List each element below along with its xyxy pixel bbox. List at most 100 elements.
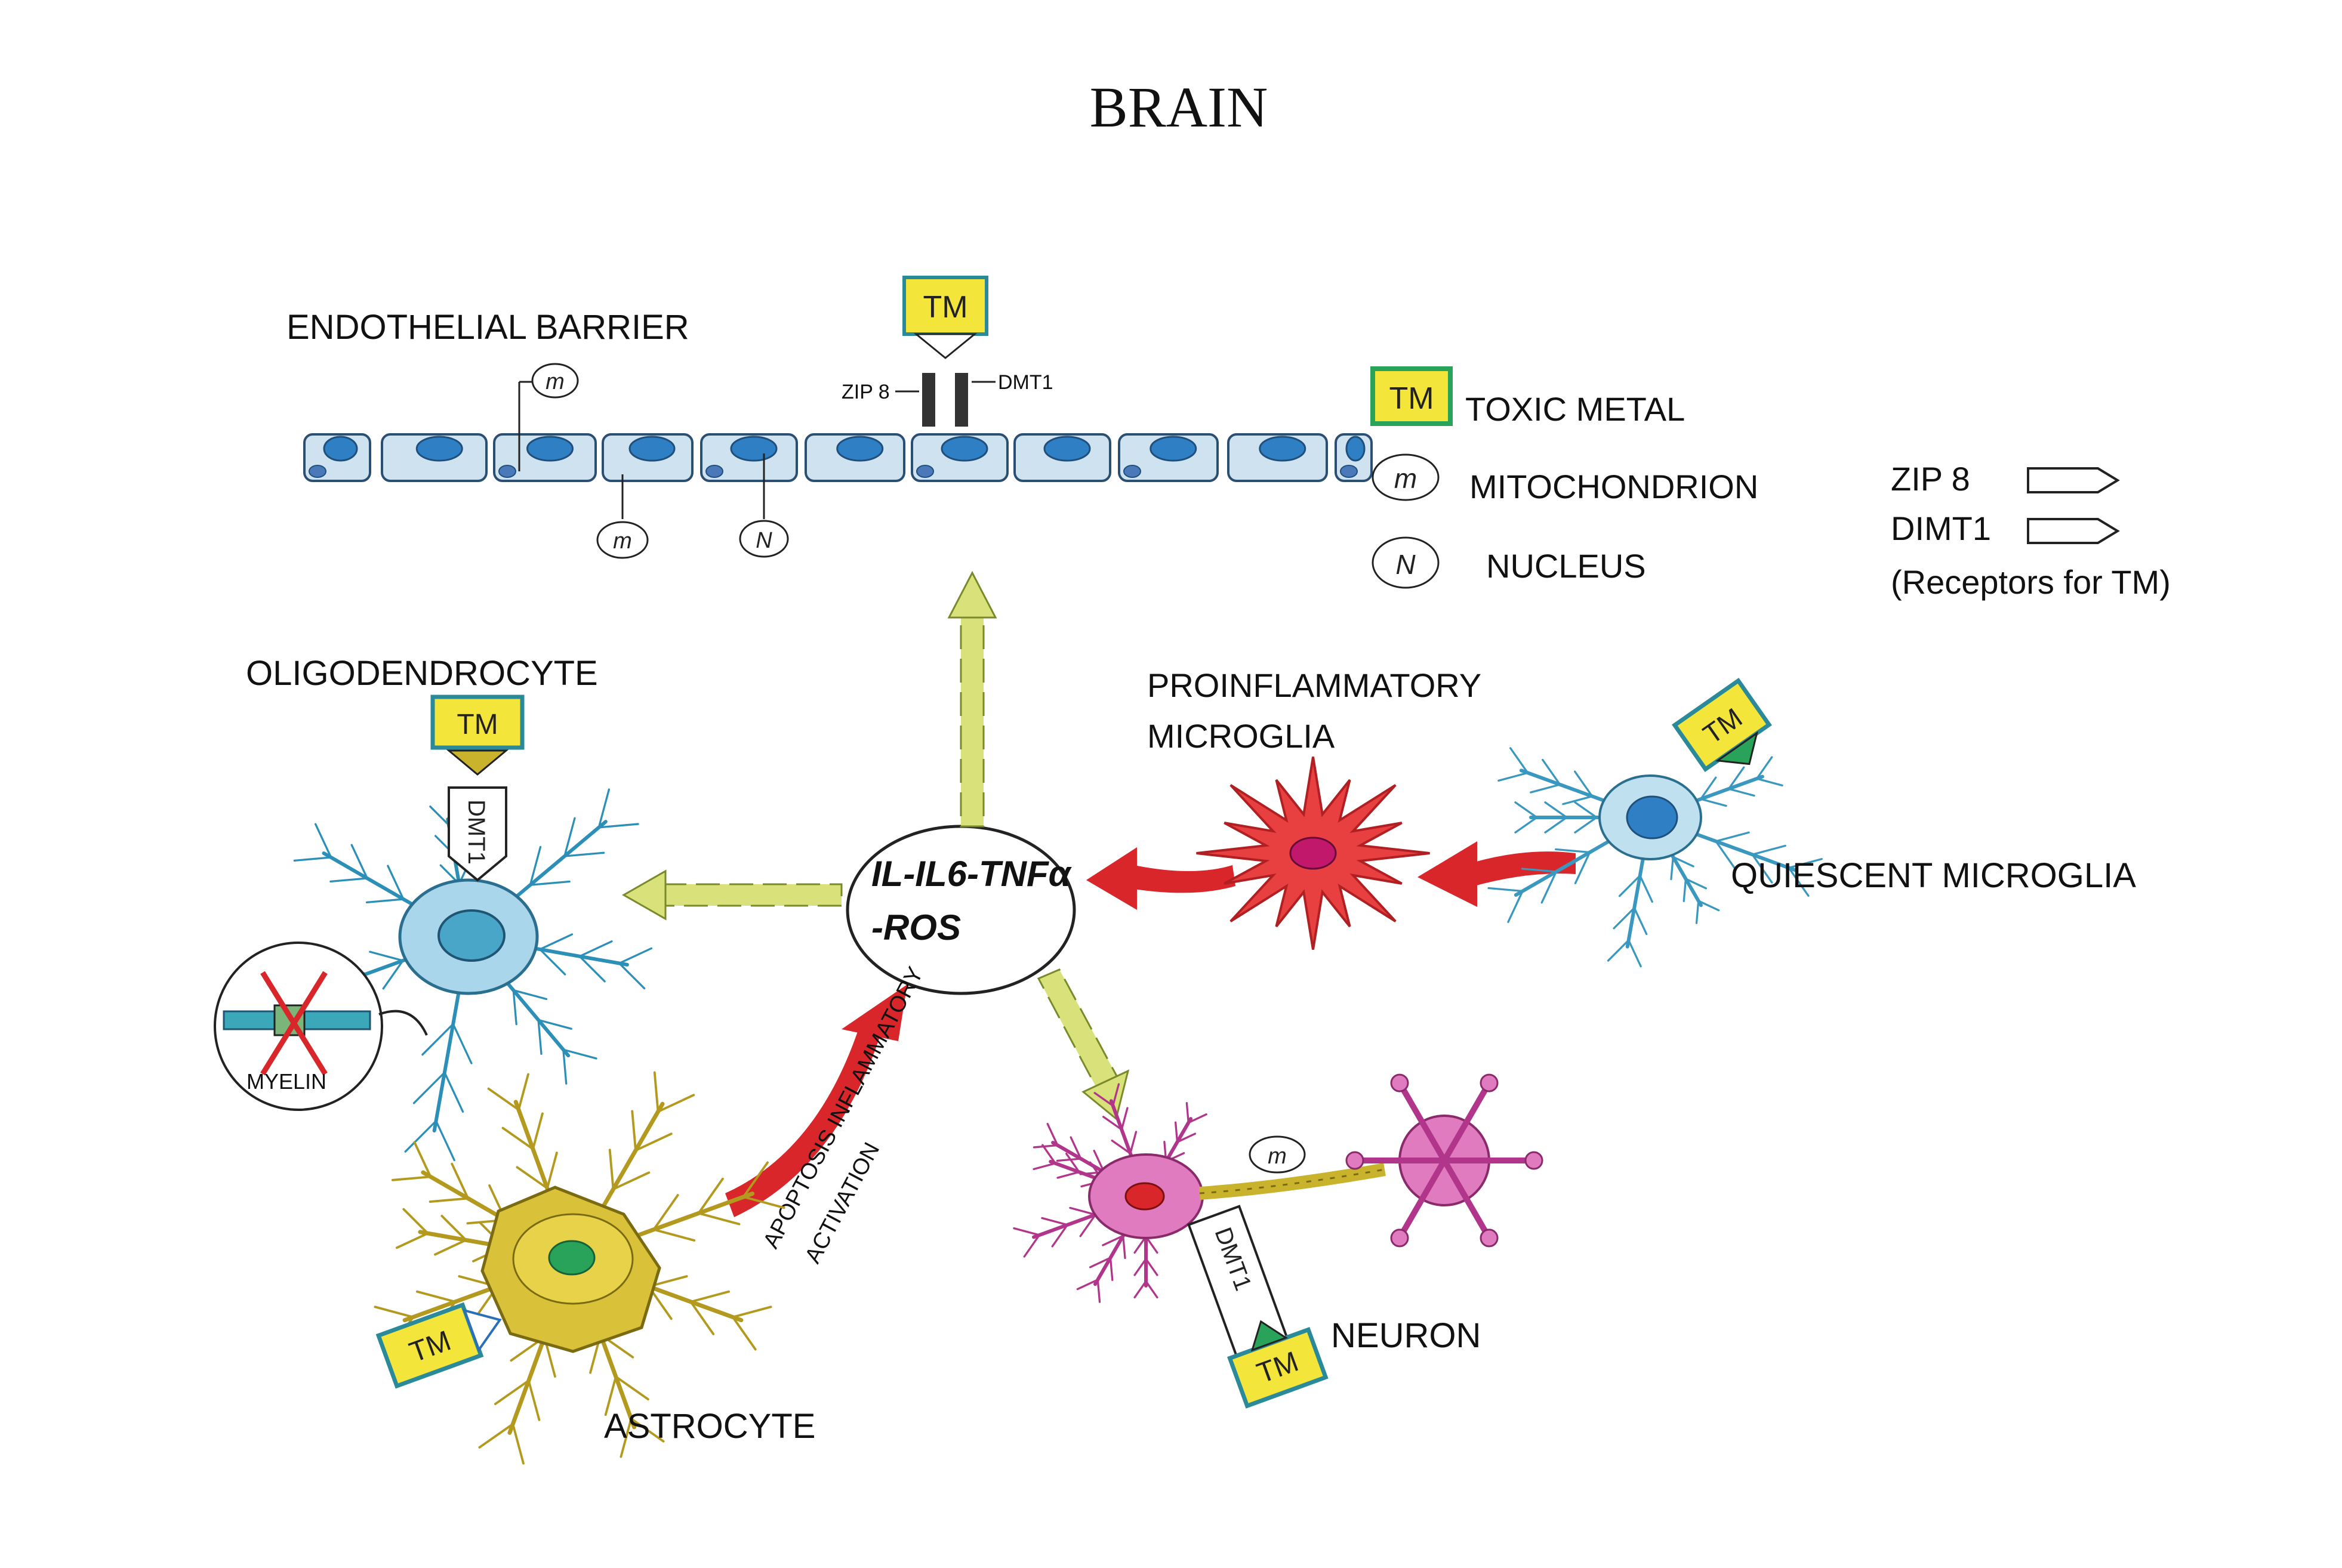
process-twig: [597, 823, 639, 829]
endothelial-mitochondrion: [498, 465, 516, 478]
process-twig: [1682, 878, 1687, 902]
process-twig: [516, 1166, 548, 1190]
process-twig: [731, 1305, 772, 1319]
process-twig: [329, 877, 368, 883]
process-twig: [1065, 1153, 1080, 1173]
synapse-spike: [1441, 1158, 1492, 1241]
process-twig: [1540, 871, 1558, 904]
process-twig: [1628, 939, 1642, 968]
process-twig: [391, 1175, 432, 1181]
process-twig: [1056, 1158, 1082, 1162]
process-twig: [1509, 747, 1529, 774]
process-twig: [618, 947, 653, 965]
process-twig: [631, 1110, 637, 1152]
legend-dimt1: DIMT1: [1891, 510, 1991, 547]
synapse-bouton: [1390, 1229, 1409, 1248]
cytokine-label-1: IL-IL6-TNFα: [871, 854, 1073, 894]
process-twig: [1574, 770, 1594, 798]
process-twig: [1133, 1280, 1147, 1299]
process-twig: [653, 1071, 660, 1113]
astrocyte-label: ASTROCYTE: [604, 1407, 816, 1446]
endothelial-nucleus: [415, 436, 463, 462]
process-twig: [527, 1379, 541, 1421]
cytokine-label-2: -ROS: [871, 908, 961, 947]
process-twig: [630, 1417, 665, 1443]
process-twig: [529, 845, 542, 886]
process-twig: [413, 1141, 432, 1178]
process-twig: [415, 1290, 457, 1303]
process-twig: [1618, 874, 1641, 897]
tm-top: TM: [902, 276, 988, 359]
legend-m-label: m: [1394, 463, 1417, 494]
green-arrows: [621, 570, 1130, 1121]
process-twig: [562, 1048, 568, 1085]
neuron-nucleus: [1124, 1182, 1165, 1211]
endothelial-nucleus: [836, 436, 884, 462]
process-twig: [1051, 1224, 1069, 1248]
process-twig: [412, 1071, 446, 1104]
process-twig: [1041, 1144, 1056, 1165]
neuron-label: NEURON: [1331, 1316, 1481, 1355]
legend: TM TOXIC METAL m MITOCHONDRION N NUCLEUS…: [1370, 366, 2171, 601]
process-twig: [1187, 1113, 1207, 1124]
process-twig: [1133, 1235, 1147, 1254]
synapse-bouton: [1480, 1073, 1499, 1092]
legend-mitochondrion: MITOCHONDRION: [1469, 468, 1758, 505]
endothelial-nucleus: [526, 436, 574, 462]
process-twig: [563, 851, 605, 857]
process-twig: [578, 955, 606, 983]
process-twig: [1684, 878, 1708, 890]
process-twig: [537, 1018, 572, 1030]
nucleus-callout: [739, 520, 789, 558]
process-twig: [1487, 887, 1524, 893]
legend-mitochondrion-icon: [1372, 453, 1440, 501]
neuron: m DMT1 TM NEURON: [1013, 1073, 1543, 1409]
tm-top-triangle: [913, 333, 978, 359]
legend-zip8: ZIP 8: [1891, 460, 1970, 498]
legend-n-label: N: [1395, 549, 1416, 580]
process-twig: [539, 948, 566, 976]
myelin-label: MYELIN: [246, 1069, 326, 1094]
legend-nucleus: NUCLEUS: [1486, 547, 1646, 585]
process-twig: [689, 1290, 731, 1303]
synapse-spike: [1397, 1158, 1447, 1241]
process-twig: [532, 1112, 544, 1150]
process-twig: [494, 1379, 530, 1405]
endothelial-barrier: ENDOTHELIAL BARRIER ZIP 8 DMT1 TM m m: [286, 276, 1373, 559]
endothelial-mitochondrion: [916, 465, 934, 478]
process-twig: [614, 1375, 649, 1401]
process-twig: [1069, 1206, 1097, 1216]
process-twig: [429, 805, 450, 826]
process-twig: [652, 1194, 679, 1231]
process-twig: [1715, 831, 1750, 842]
process-twig: [1056, 1171, 1080, 1179]
process-twig: [517, 1073, 529, 1111]
arrow-to-endothelium: [947, 570, 997, 828]
process-twig: [608, 1149, 615, 1191]
process-twig: [314, 823, 332, 859]
oligo-tm-label: TM: [457, 709, 498, 740]
process-twig: [487, 1087, 520, 1111]
process-twig: [1076, 1279, 1099, 1291]
endothelial-mitochondrion: [705, 465, 723, 478]
process-twig: [1562, 795, 1594, 805]
process-twig: [1033, 1162, 1056, 1171]
process-twig: [478, 1422, 514, 1449]
process-twig: [1120, 1107, 1129, 1131]
process-twig: [562, 1048, 597, 1060]
process-twig: [1013, 1227, 1041, 1236]
page-title: BRAIN: [1090, 75, 1268, 139]
process-twig: [1514, 801, 1538, 819]
process-twig: [374, 1305, 415, 1319]
process-twig: [1751, 844, 1786, 856]
process-twig: [1112, 1083, 1120, 1107]
oligo-dmt1-receptor: [448, 786, 507, 882]
process-twig: [1574, 801, 1598, 819]
proinflammatory-nucleus: [1289, 837, 1337, 870]
process-twig: [1046, 1122, 1059, 1147]
process-twig: [1176, 1132, 1197, 1143]
astrocyte-nucleus: [548, 1240, 596, 1276]
astrocyte-processes: [374, 1071, 785, 1465]
oligo-tm-triangle: [446, 749, 509, 776]
